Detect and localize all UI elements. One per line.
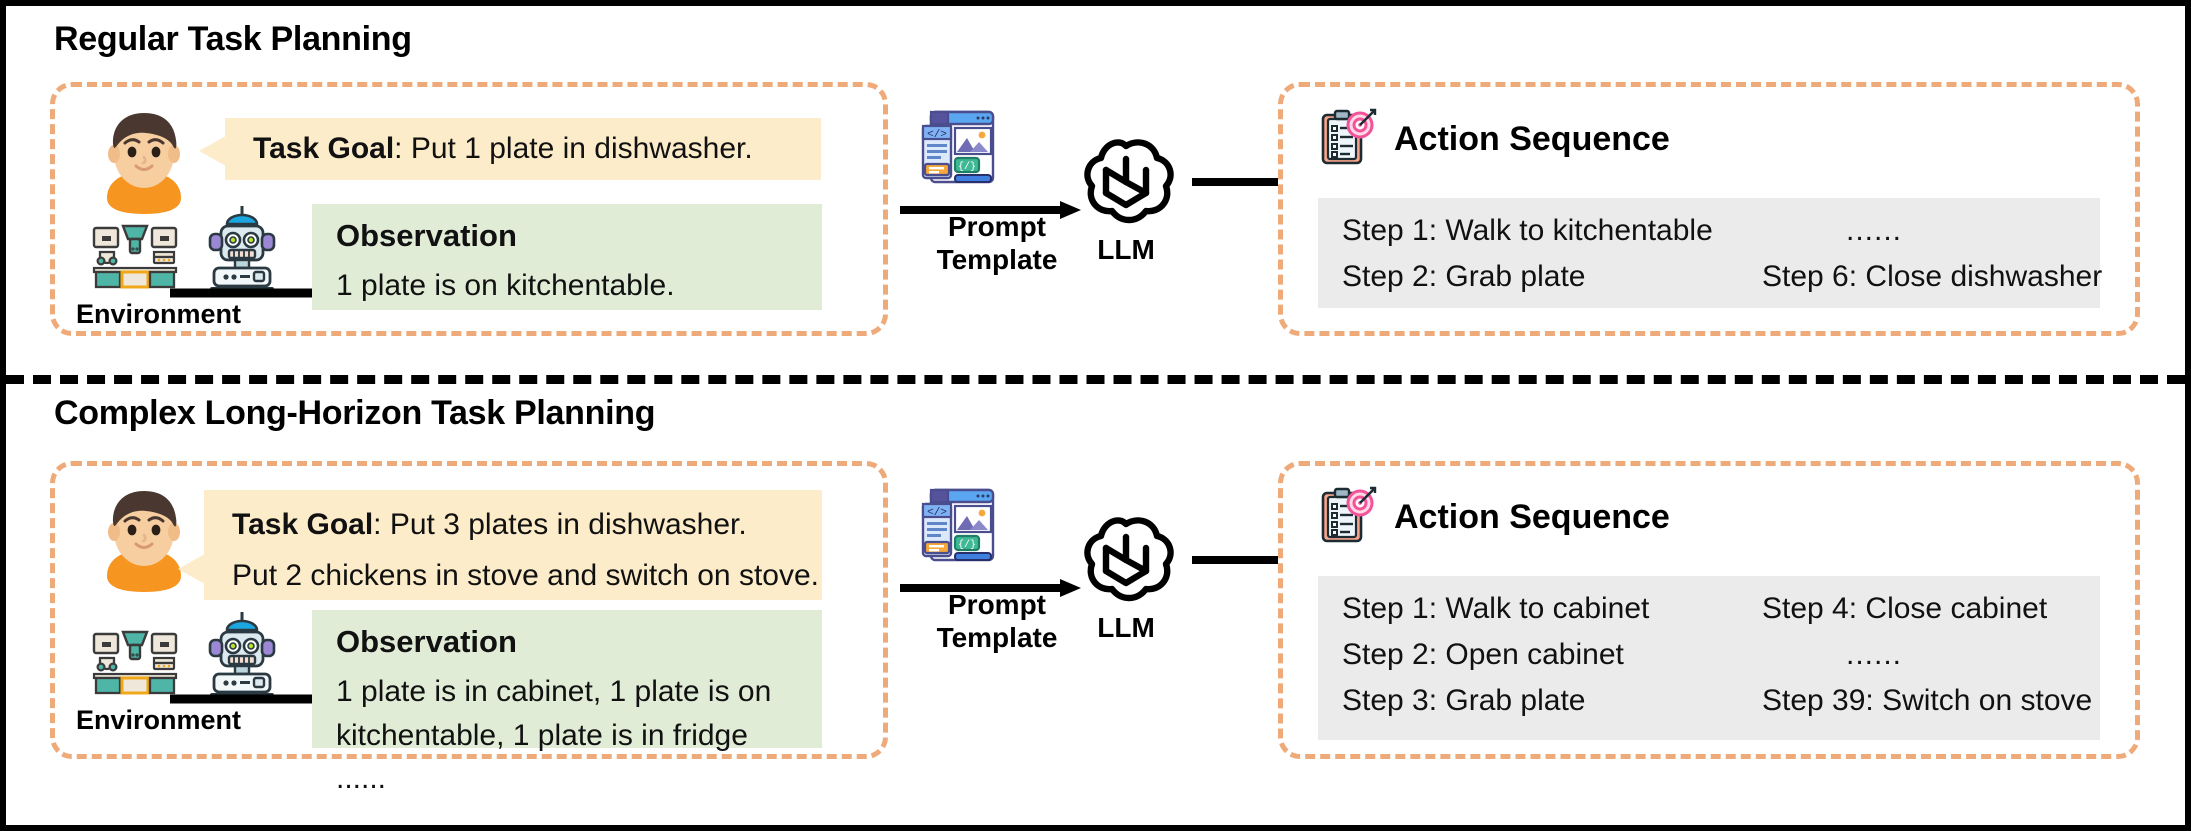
environment-label: Environment: [76, 299, 242, 329]
section-divider: [6, 375, 2185, 384]
person-avatar-icon: [89, 102, 199, 222]
observation-text: kitchentable, 1 plate is in fridge .....…: [336, 718, 748, 796]
prompt-template-label: Prompt Template: [902, 210, 1092, 276]
step-item: Step 1: Walk to cabinet: [1342, 592, 1650, 625]
prompt-template-label-line1: Prompt: [948, 589, 1046, 620]
step-item: ......: [1846, 214, 1903, 247]
robot-icon: [196, 204, 288, 305]
observation-text: 1 plate is on kitchentable.: [336, 269, 675, 302]
task-goal-box-complex: Task Goal: Put 3 plates in dishwasher. P…: [178, 490, 822, 600]
action-sequence-title: Action Sequence: [1394, 120, 1670, 158]
step-item: ......: [1846, 638, 1903, 671]
step-item: Step 2: Open cabinet: [1342, 638, 1624, 671]
environment-label: Environment: [76, 705, 242, 735]
svg-text:</>: </>: [927, 507, 947, 519]
action-steps-box-regular: Step 1: Walk to kitchentable ...... Step…: [1318, 198, 2103, 308]
task-goal-line: Task Goal: Put 1 plate in dishwasher.: [253, 128, 753, 171]
observation-text: 1 plate is in cabinet, 1 plate is on: [336, 675, 772, 708]
input-to-prompt-arrow: [900, 576, 1082, 605]
clipboard-target-icon: [1318, 484, 1380, 551]
clipboard-target-icon: [1318, 106, 1380, 173]
pipeline-middle-complex: </> {/} Prompt: [900, 484, 1311, 684]
prompt-template-icon: </> {/}: [918, 484, 998, 571]
step-item: Step 1: Walk to kitchentable: [1342, 214, 1713, 247]
llm-knot-icon: [1074, 510, 1178, 615]
task-goal-label: Task Goal: [232, 508, 374, 541]
svg-text:</>: </>: [927, 129, 947, 141]
section-complex-long-horizon-task-planning: Complex Long-Horizon Task Planning: [6, 381, 2185, 825]
pipeline-middle-regular: </> {/}: [900, 106, 1311, 306]
llm-knot-icon: [1074, 132, 1178, 237]
step-item: Step 4: Close cabinet: [1762, 592, 2048, 625]
observation-title: Observation: [336, 218, 517, 253]
task-goal-text: : Put 1 plate in dishwasher.: [394, 131, 753, 165]
kitchen-environment-icon: [92, 626, 178, 701]
environment-group-regular: Environment: [76, 206, 369, 330]
svg-text:{/}: {/}: [958, 539, 976, 551]
prompt-template-label: Prompt Template: [902, 588, 1092, 654]
task-goal-text: : Put 3 plates in dishwasher.: [373, 508, 747, 541]
observation-box-complex: Observation 1 plate is in cabinet, 1 pla…: [312, 610, 822, 795]
task-goal-line: Task Goal: Put 3 plates in dishwasher.: [232, 504, 800, 547]
action-sequence-header-regular: Action Sequence: [1318, 106, 1670, 173]
llm-label: LLM: [1097, 612, 1155, 643]
prompt-template-label-line1: Prompt: [948, 211, 1046, 242]
section-title-complex: Complex Long-Horizon Task Planning: [54, 394, 656, 432]
task-goal-label: Task Goal: [253, 131, 395, 165]
step-item: Step 39: Switch on stove: [1762, 684, 2093, 717]
action-steps-box-complex: Step 1: Walk to cabinet Step 4: Close ca…: [1318, 576, 2100, 740]
prompt-template-label-line2: Template: [936, 622, 1058, 654]
svg-text:{/}: {/}: [958, 161, 976, 173]
environment-group-complex: Environment: [76, 612, 369, 736]
section-title-regular: Regular Task Planning: [54, 20, 412, 58]
robot-icon: [196, 610, 288, 711]
action-sequence-title: Action Sequence: [1394, 498, 1670, 536]
bubble-tail: [178, 554, 205, 584]
step-item: Step 3: Grab plate: [1342, 684, 1586, 717]
input-to-prompt-arrow: [900, 198, 1082, 227]
observation-box-regular: Observation 1 plate is on kitchentable.: [312, 204, 822, 310]
llm-label: LLM: [1097, 234, 1155, 265]
step-item: Step 6: Close dishwasher: [1762, 260, 2103, 293]
bubble-tail: [199, 136, 226, 166]
step-item: Step 2: Grab plate: [1342, 260, 1586, 293]
section-regular-task-planning: Regular Task Planning Task Goal: Put: [6, 6, 2185, 381]
prompt-template-icon: </> {/}: [918, 106, 998, 193]
task-goal-box-regular: Task Goal: Put 1 plate in dishwasher.: [199, 118, 821, 180]
kitchen-environment-icon: [92, 220, 178, 295]
task-goal-line: Put 2 chickens in stove and switch on st…: [232, 558, 819, 592]
observation-title: Observation: [336, 624, 517, 659]
person-avatar-icon: [89, 480, 199, 600]
prompt-template-label-line2: Template: [936, 244, 1058, 276]
action-sequence-header-complex: Action Sequence: [1318, 484, 1670, 551]
